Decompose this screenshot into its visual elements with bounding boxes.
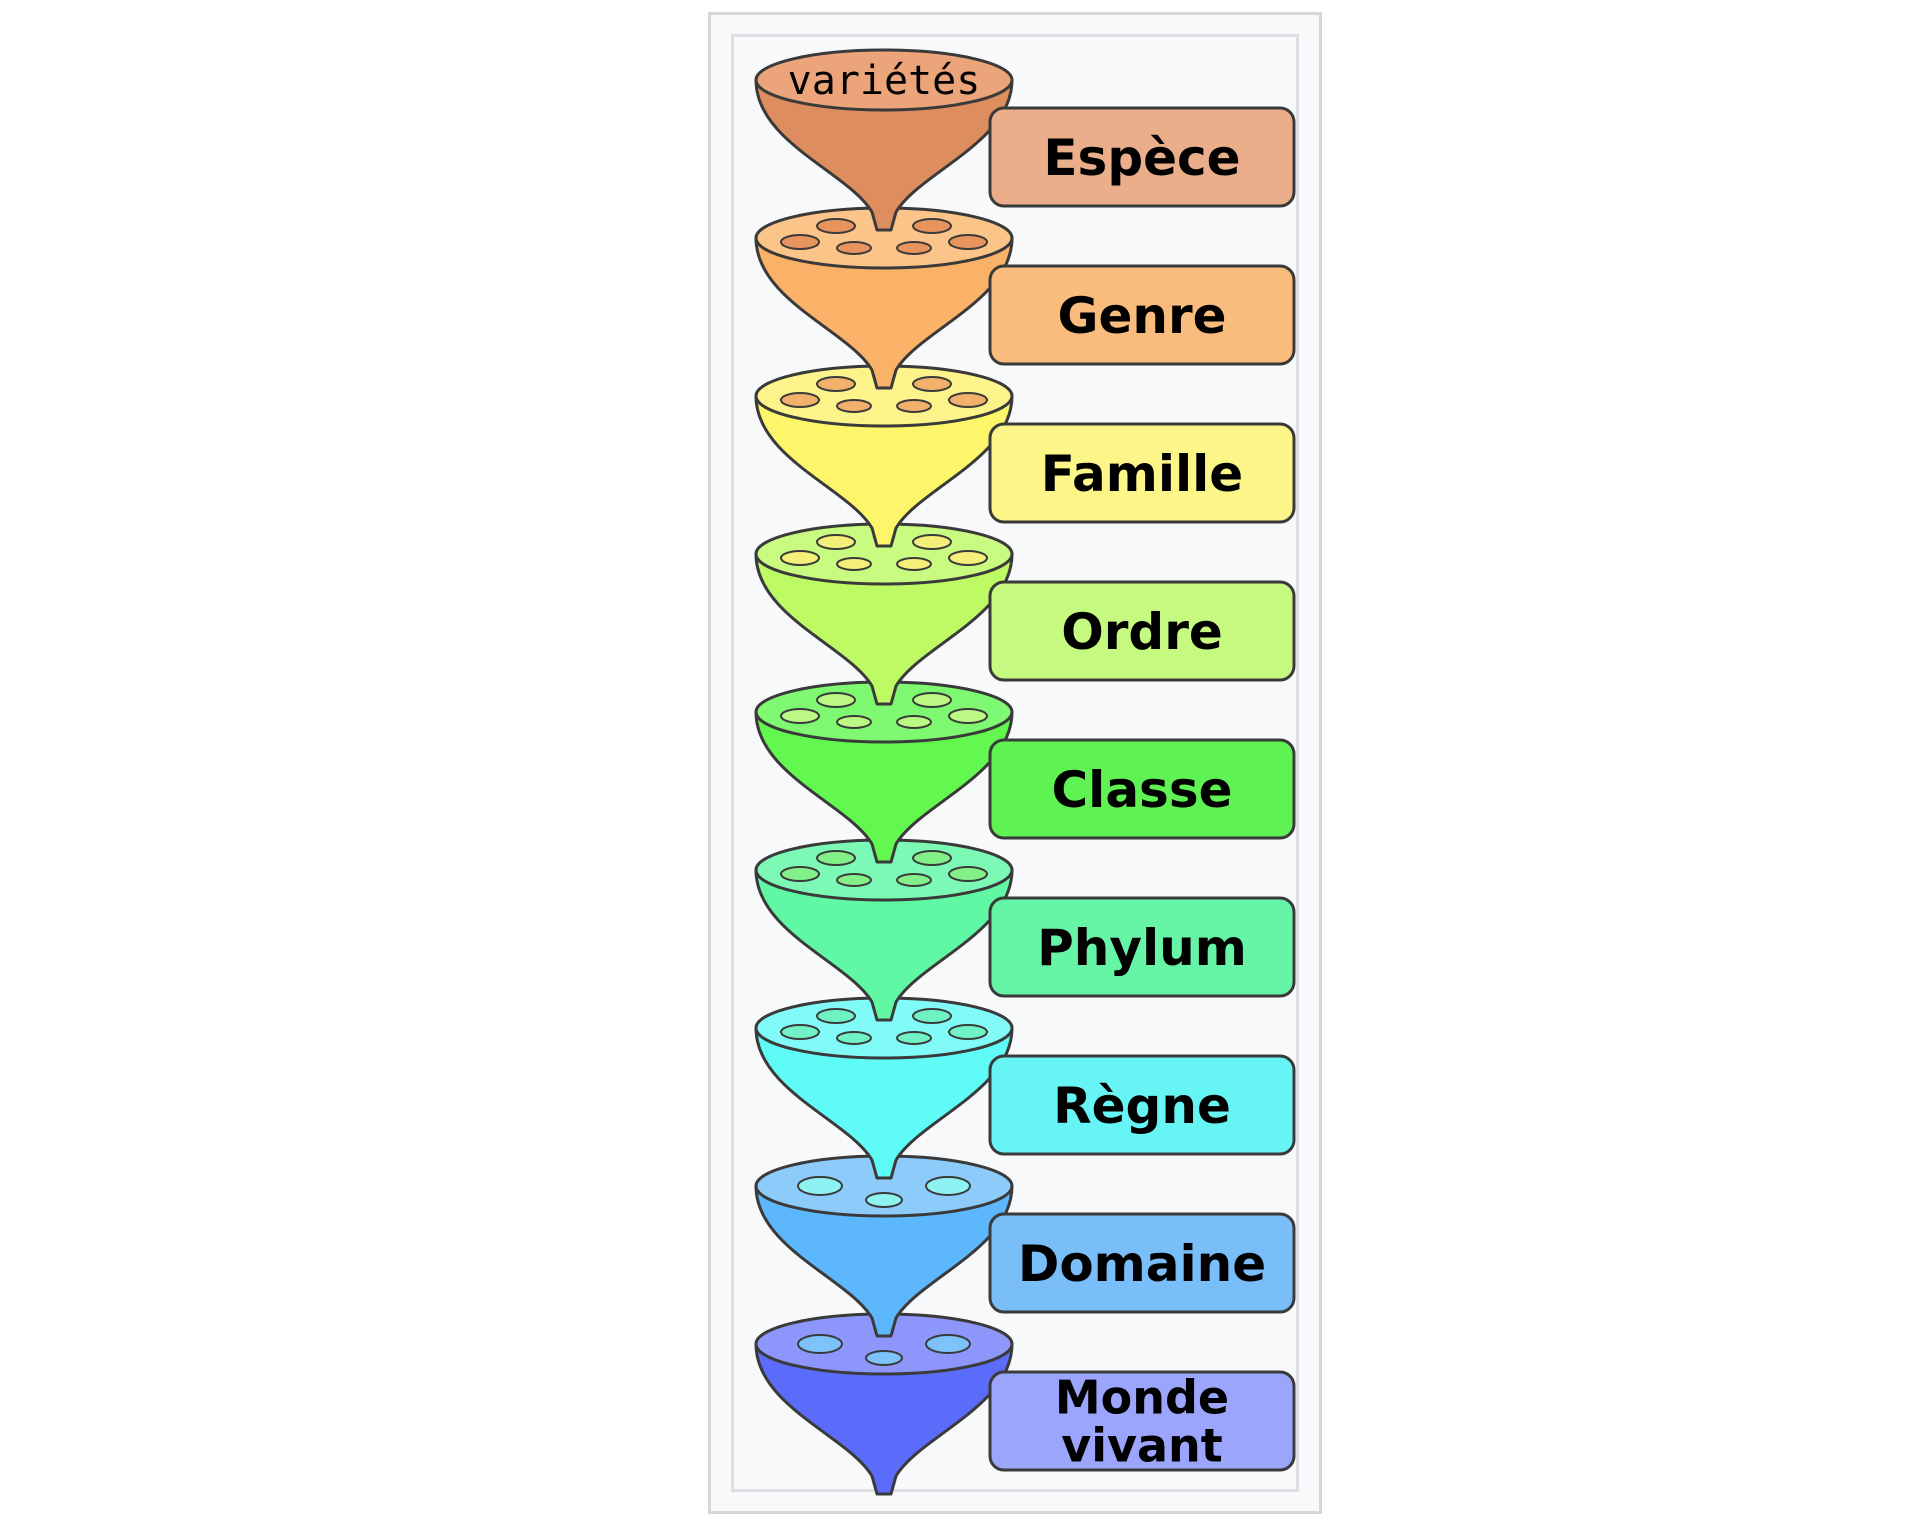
rank-label-box [988,896,1296,998]
rank-label-box [988,1212,1296,1314]
rim-hole [912,1008,952,1024]
rank-group: Classe [754,680,1296,864]
rank-label-line: Phylum [1037,919,1247,977]
funnel-rim [754,48,1014,112]
rank-group: Règne [754,996,1296,1180]
rim-hole [797,1176,843,1196]
rim-hole [780,234,820,250]
rim-hole [912,376,952,392]
rim-hole [865,1192,903,1208]
rim-hole [816,534,856,550]
rank-label: Ordre [1061,603,1223,661]
rank-label: Règne [1053,1077,1231,1135]
rim-hole [896,241,932,255]
rim-hole [780,866,820,882]
rank-group: Famille [754,364,1296,548]
rank-group: Espèce [754,48,1296,232]
rim-hole [836,715,872,729]
rim-hole [912,850,952,866]
rim-hole [896,399,932,413]
rim-hole [816,850,856,866]
rim-hole [896,873,932,887]
rim-hole [912,534,952,550]
rim-hole [896,557,932,571]
rank-label-box [988,106,1296,208]
rim-hole [896,1031,932,1045]
rank-label: Phylum [1037,919,1247,977]
rank-label-box [988,1054,1296,1156]
rim-hole [865,1350,903,1366]
rank-label-box [988,580,1296,682]
rank-label-line: Famille [1041,445,1243,503]
rank-label-box [988,1370,1296,1472]
rim-hole [816,218,856,234]
rim-hole [948,550,988,566]
rank-label-box [988,264,1296,366]
rim-hole [948,866,988,882]
rank-label: Classe [1051,761,1232,819]
rank-label-box [988,422,1296,524]
rank-group: Phylum [754,838,1296,1022]
rim-hole [836,1031,872,1045]
rim-hole [816,1008,856,1024]
rank-label-line: vivant [1061,1419,1223,1473]
rank-group: Genre [754,206,1296,390]
rim-hole [780,708,820,724]
rank-label-line: Domaine [1018,1235,1266,1293]
rank-label-line: Classe [1051,761,1232,819]
rank-label-line: Espèce [1043,129,1240,187]
rim-hole [780,550,820,566]
rim-hole [780,1024,820,1040]
rim-hole [912,218,952,234]
rim-hole [836,399,872,413]
rank-label: Espèce [1043,129,1240,187]
rim-hole [948,234,988,250]
rim-hole [896,715,932,729]
rim-hole [836,873,872,887]
rim-hole [948,1024,988,1040]
rank-label-line: Monde [1055,1371,1229,1425]
rim-hole [836,557,872,571]
rim-hole [948,708,988,724]
rim-hole [816,692,856,708]
rim-hole [925,1176,971,1196]
rank-label-line: Genre [1057,287,1226,345]
rim-hole [836,241,872,255]
rank-label: Genre [1057,287,1226,345]
rank-group: Ordre [754,522,1296,706]
rim-hole [912,692,952,708]
rank-label-line: Règne [1053,1077,1231,1135]
rank-label: Domaine [1018,1235,1266,1293]
rim-hole [797,1334,843,1354]
rank-label-line: Ordre [1061,603,1223,661]
rank-label: Famille [1041,445,1243,503]
top-rim-label: variétés [788,58,981,104]
rim-hole [780,392,820,408]
rank-group: Domaine [754,1154,1296,1338]
rank-label-box [988,738,1296,840]
rim-hole [948,392,988,408]
rim-hole [816,376,856,392]
rim-hole [925,1334,971,1354]
